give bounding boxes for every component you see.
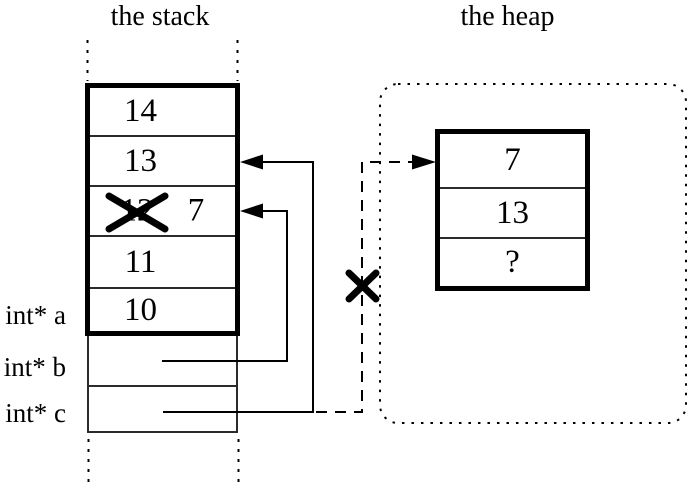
heap-cell-7: 7 [440,134,585,187]
stack-cell-value: 10 [124,291,157,328]
stack-cell-12-overwritten: 12 7 [90,185,235,235]
pointer-c-arrowhead [240,154,263,170]
dangling-pointer-arrowhead [412,154,436,170]
label-int-c: int* c [5,398,66,428]
new-value: 7 [187,192,205,229]
pointer-variable-cells [87,336,238,433]
heap-cell-value: ? [505,244,520,280]
pointer-cross-out-x-icon [345,269,380,303]
label-int-b: int* b [3,352,66,382]
heap-cell-unknown: ? [440,237,585,286]
heap-cell-value: 13 [496,194,529,231]
dangling-pointer-dashed-line [316,161,412,413]
crossed-out-old-value: 12 [120,192,154,229]
stack-cell-value: 13 [124,142,157,179]
stack-cell-13: 13 [90,135,235,185]
stack-box: 14 13 12 7 11 10 [85,83,240,336]
heap-box: 7 13 ? [435,129,590,291]
stack-cell-14: 14 [90,88,235,135]
stack-cell-10: 10 [90,287,235,331]
stack-title: the stack [110,1,210,32]
heap-cell-13: 13 [440,187,585,237]
heap-cell-value: 7 [504,142,521,178]
stack-cell-value: 11 [124,243,157,280]
pointer-b-arrowhead [240,203,263,219]
stack-cell-11: 11 [90,235,235,287]
heap-title: the heap [460,1,555,32]
stack-cell-value: 14 [124,93,157,129]
cell-divider [89,385,236,387]
label-int-a: int* a [5,300,66,330]
